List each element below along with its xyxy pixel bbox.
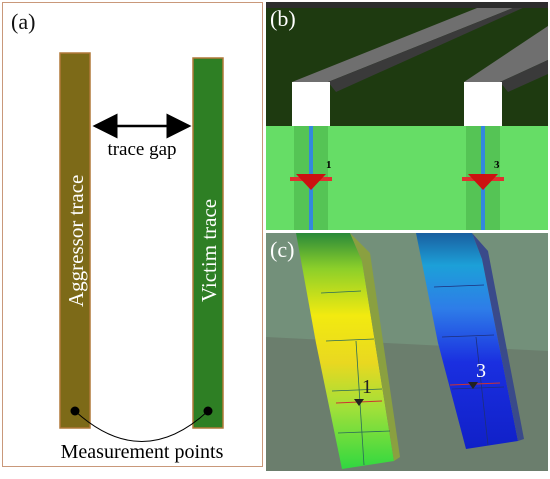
panel-b: 1 3 (b): [266, 2, 548, 230]
trace-diagram: trace gap Aggressor trace Victim trace M…: [58, 51, 224, 463]
right-bar-face: [464, 82, 502, 126]
left-bar-side: [328, 2, 536, 92]
probe-3-label: 3: [494, 159, 500, 171]
left-bar-top: [292, 2, 528, 82]
victim-trace-label: Victim trace: [197, 198, 221, 301]
probe-1-icon: [296, 174, 326, 190]
right-bar-side: [500, 60, 548, 92]
simulation-model-view: 1 3: [266, 2, 548, 230]
aggressor-trace: [58, 51, 91, 429]
measurement-points-label: Measurement points: [60, 441, 223, 463]
panel-c-label: (c): [270, 237, 295, 262]
aggressor-trace-label: Aggressor trace: [64, 174, 88, 306]
right-bar-top: [464, 26, 548, 82]
panel-b-label: (b): [270, 6, 296, 31]
panel-a: (a) trace gap Aggressor trace Victim tra…: [2, 2, 263, 467]
left-bar-face: [292, 82, 330, 126]
panel-a-label: (a): [11, 9, 36, 34]
probe-3-icon: [468, 174, 498, 190]
aggressor-field-strip: [296, 233, 394, 469]
probe-3-marker-icon: [468, 382, 478, 389]
measurement-connector: [74, 410, 208, 442]
field-distribution-view: 1 3: [266, 233, 548, 471]
probe-1-label: 1: [326, 159, 332, 171]
probe-1-marker-icon: [354, 399, 364, 406]
probe-3-label-c: 3: [476, 360, 486, 382]
panel-c: 1 3 (c): [266, 233, 548, 471]
trace-gap-label: trace gap: [107, 139, 176, 160]
victim-trace: [191, 56, 224, 429]
probe-1-label-c: 1: [362, 376, 372, 398]
